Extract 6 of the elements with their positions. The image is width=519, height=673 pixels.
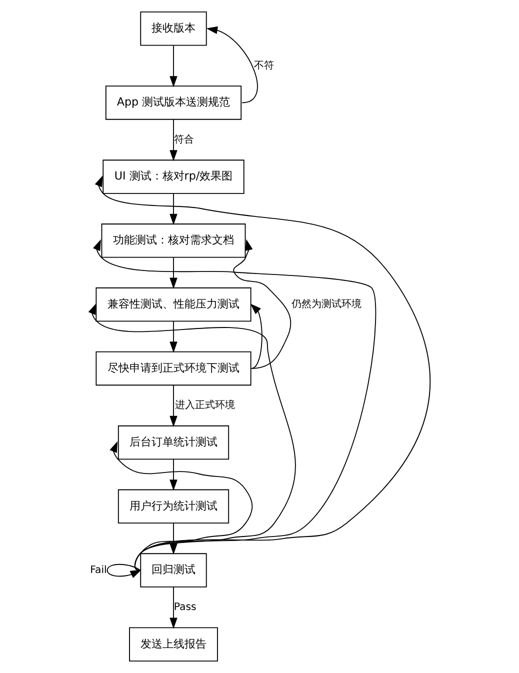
edge-label: 不符 xyxy=(253,60,274,72)
edge-label: Pass xyxy=(173,602,196,613)
edge-label: 进入正式环境 xyxy=(174,400,234,412)
edge-label: Fail xyxy=(90,564,106,576)
edge-label: 仍然为测试环境 xyxy=(291,299,362,310)
edge-label: 符合 xyxy=(174,134,194,146)
